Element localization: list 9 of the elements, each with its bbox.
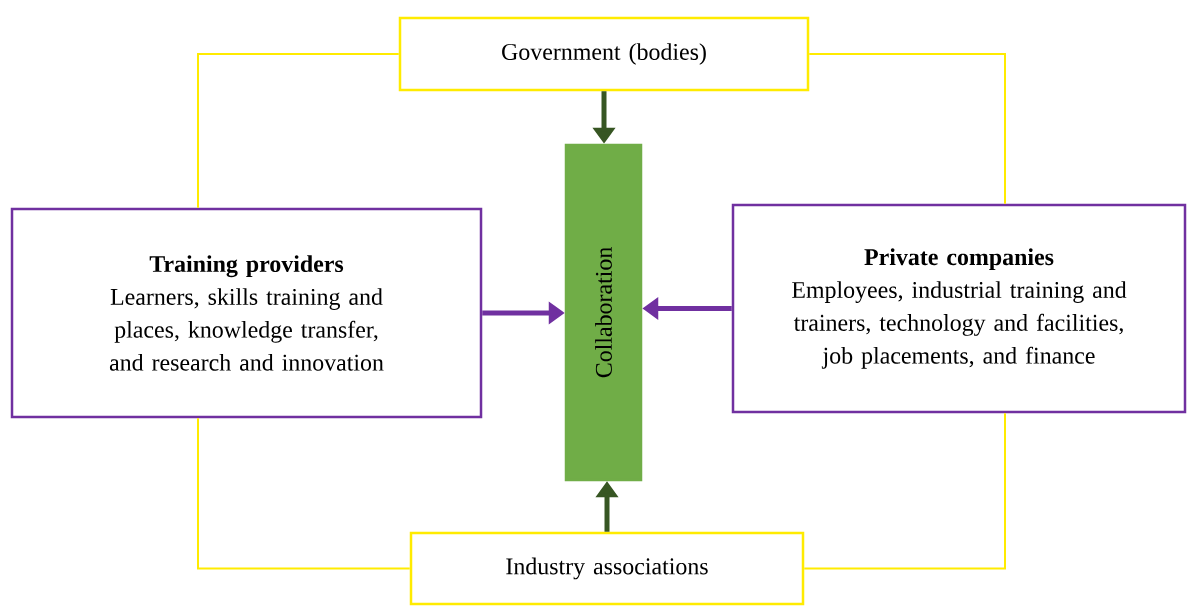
process-box: Industry associations — [409, 531, 805, 606]
connector-line — [808, 53, 1006, 205]
process-box: Government (bodies) — [398, 16, 810, 92]
collaboration-bar: Collaboration — [564, 143, 643, 482]
connector-line — [197, 417, 411, 570]
process-box: Training providers Learners, skills training and places, knowledge transfer, and research and innovation — [10, 207, 483, 419]
connector-line — [803, 412, 1006, 570]
connector-line — [197, 53, 400, 209]
process-box: Private companies Employees, industrial training and trainers, technology and facilities, job placements, and finance — [731, 203, 1187, 414]
